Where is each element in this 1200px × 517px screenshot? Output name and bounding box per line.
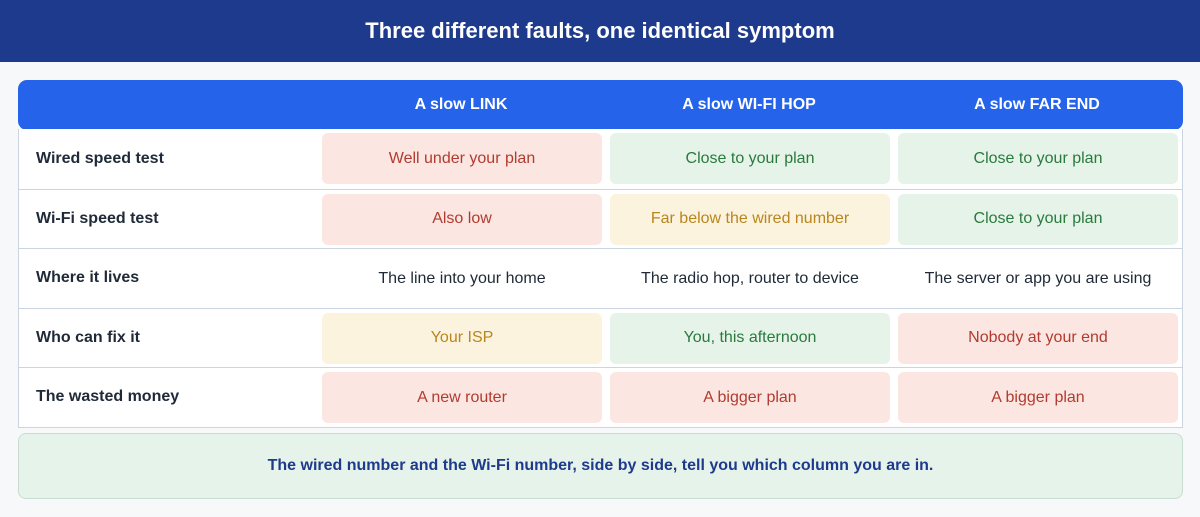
page-title: Three different faults, one identical sy… [365, 18, 835, 43]
row-label: Who can fix it [36, 328, 140, 346]
comparison-table: A slow LINK A slow WI-FI HOP A slow FAR … [18, 80, 1183, 428]
table-cell: You, this afternoon [610, 312, 890, 364]
row-label: Wired speed test [36, 149, 164, 167]
column-header-slow-wifi-hop: A slow WI-FI HOP [682, 96, 816, 113]
footer-text: The wired number and the Wi-Fi number, s… [267, 457, 934, 474]
row-label: The wasted money [36, 388, 180, 406]
table-cell: The server or app you are using [924, 269, 1152, 287]
table-cell: A bigger plan [898, 372, 1178, 423]
column-header-slow-far-end: A slow FAR END [974, 96, 1100, 113]
column-header-slow-link: A slow LINK [414, 96, 508, 113]
row-label: Wi-Fi speed test [36, 209, 159, 227]
table-row: Where it lives The line into your home The… [19, 248, 1182, 308]
table-cell: Also low [322, 193, 602, 245]
table-cell: Close to your plan [610, 133, 890, 184]
table-header: A slow LINK A slow WI-FI HOP A slow FAR … [18, 80, 1183, 130]
table-cell: The radio hop, router to device [641, 269, 859, 287]
table-cell: Close to your plan [898, 133, 1178, 184]
table-cell: A bigger plan [610, 372, 890, 423]
table-cell: Nobody at your end [898, 312, 1178, 364]
footer-note: The wired number and the Wi-Fi number, s… [18, 433, 1183, 499]
table-cell: Well under your plan [322, 133, 602, 184]
table-cell: A new router [322, 372, 602, 423]
row-label: Where it lives [36, 269, 140, 287]
table-cell: The line into your home [378, 269, 546, 287]
table-cell: Your ISP [322, 312, 602, 364]
table-cell: Far below the wired number [610, 193, 890, 245]
table-cell: Close to your plan [898, 193, 1178, 245]
title-banner: Three different faults, one identical sy… [0, 0, 1200, 62]
